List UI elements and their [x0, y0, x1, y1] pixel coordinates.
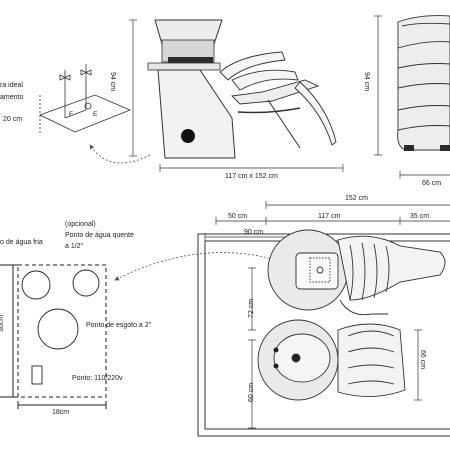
plan-width-66: 66 cm [419, 350, 426, 370]
side-footprint-label: 117 cm x 152 cm [225, 173, 278, 180]
hot-water-label: Ponto de água quente [65, 232, 134, 239]
box-bottom-dimension: 18cm [52, 409, 70, 416]
back-width-dimension [399, 171, 450, 179]
plan-offset: 90 cm [244, 229, 264, 236]
power-label: Ponto: 110/220v [72, 375, 123, 382]
plan-dimension-lines [204, 201, 450, 429]
curved-arrow-icon [89, 144, 151, 164]
box-side-dimension: 30cm [0, 314, 5, 332]
back-height-label: 94 cm [363, 72, 370, 92]
chair-side-view [147, 19, 337, 159]
chair-top-view [267, 229, 446, 316]
side-length-dimension [159, 164, 344, 172]
drain-point-icon [84, 102, 92, 110]
optional-label: (opcional) [65, 221, 96, 228]
installation-area-outline [0, 264, 107, 409]
floor-valves-sketch [38, 70, 132, 135]
chair-basin-view [257, 319, 406, 401]
valve-label-left: F [69, 111, 73, 118]
plan-depth-60: 60 cm [248, 382, 255, 402]
side-height-dimension [129, 19, 137, 157]
back-height-dimension [374, 15, 382, 156]
height-note-line2: amento [0, 94, 24, 101]
side-height-label: 94 cm [109, 72, 116, 92]
curved-arrow-icon [114, 252, 301, 281]
drain-label: Ponto de esgoto a 2" [86, 322, 152, 329]
valve-label-right: E [93, 111, 98, 118]
plan-depth-72: 72 cm [248, 298, 255, 318]
plan-segment-1: 50 cm [228, 213, 248, 220]
plan-segment-2: 117 cm [318, 213, 341, 220]
back-width-label: 66 cm [422, 180, 442, 187]
cold-water-point [21, 270, 51, 300]
plan-total-length: 152 cm [345, 195, 368, 202]
chair-back-view [397, 15, 450, 151]
power-point [31, 365, 43, 385]
cold-water-label: o de água fria [0, 239, 43, 246]
drain-point [37, 308, 79, 350]
hot-water-size-label: a 1/2" [65, 243, 84, 250]
height-note-value: 20 cm [3, 116, 23, 123]
height-note-line1: ra ideal [0, 82, 23, 89]
plan-segment-3: 35 cm [410, 213, 430, 220]
hot-water-point [72, 269, 100, 297]
valve-icon [59, 64, 92, 81]
chair-base-hole [181, 129, 195, 143]
